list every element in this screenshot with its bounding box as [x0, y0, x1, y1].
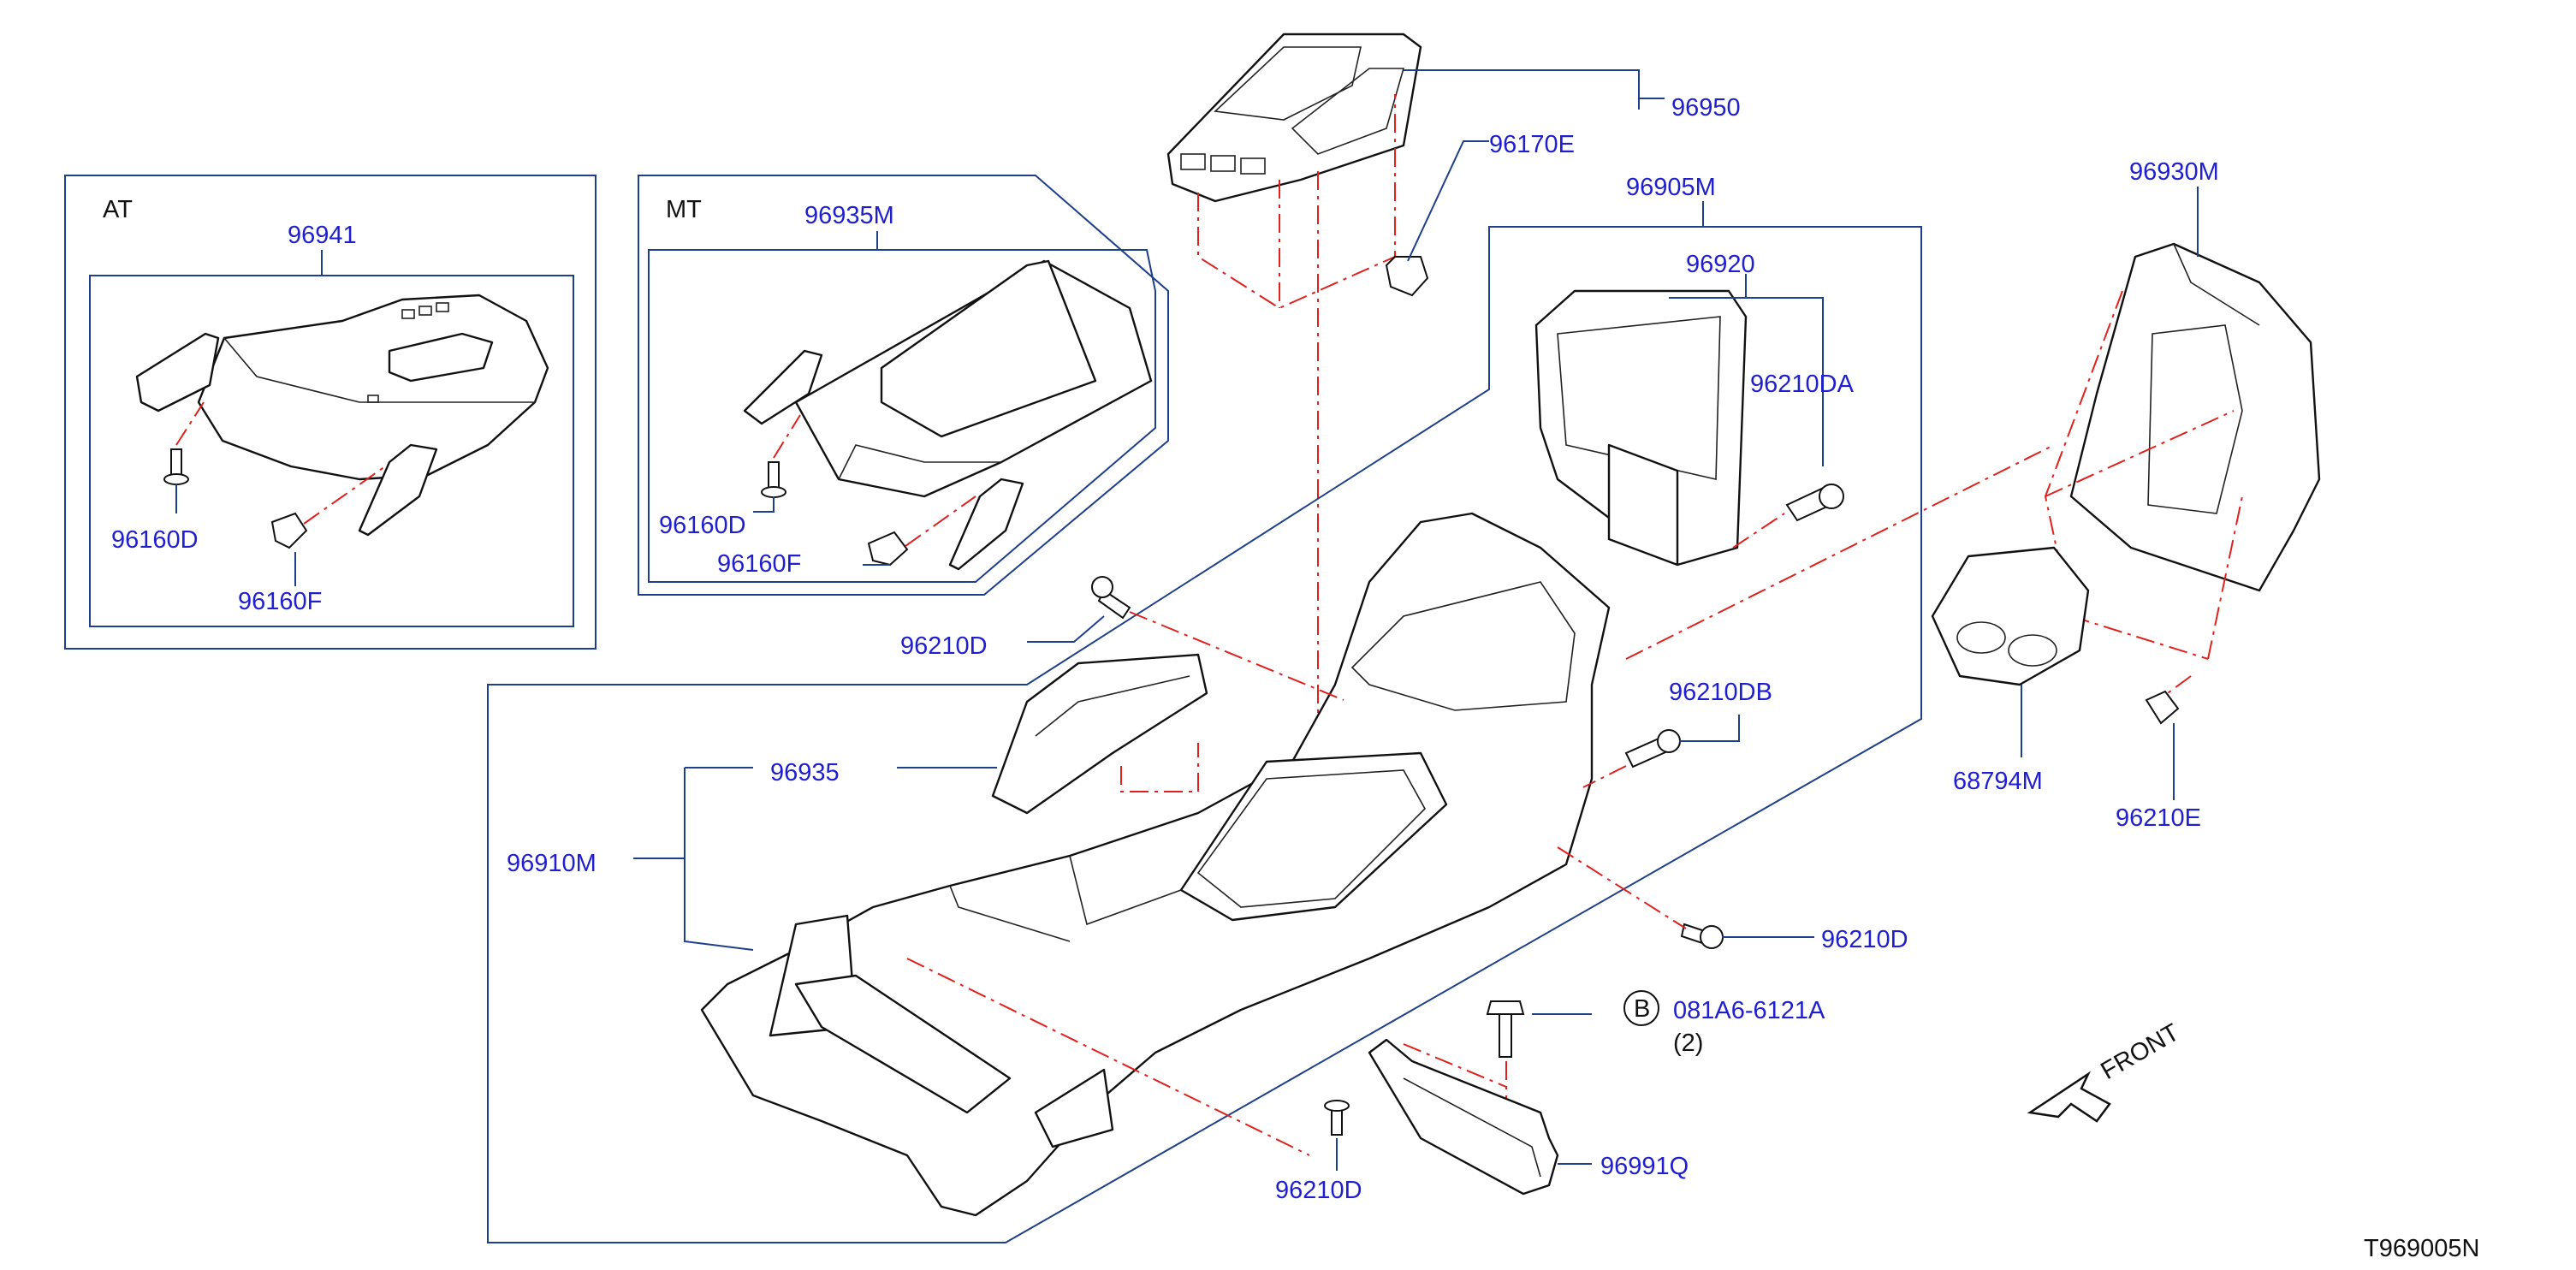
front-label: FRONT — [2097, 1018, 2185, 1085]
label-96160F-mt: 96160F — [717, 550, 801, 578]
label-96935M: 96935M — [804, 202, 894, 229]
clip-icon — [270, 512, 308, 549]
label-96210D-left: 96210D — [900, 632, 988, 660]
air-vent-assembly — [1931, 546, 2090, 686]
label-96910M: 96910M — [507, 850, 597, 877]
clip-icon — [2145, 690, 2180, 725]
cup-holder-finisher — [1166, 33, 1422, 203]
mt-header: MT — [666, 196, 702, 223]
storage-pocket — [1534, 289, 1748, 567]
clip-icon — [1385, 256, 1429, 297]
label-96210DA: 96210DA — [1750, 371, 1855, 398]
label-96920: 96920 — [1686, 251, 1755, 278]
label-96160D-mt: 96160D — [659, 512, 746, 539]
mt-inset — [638, 175, 1169, 596]
clip-icon — [867, 531, 909, 567]
label-96210E: 96210E — [2116, 804, 2201, 832]
rear-panel — [2069, 242, 2321, 592]
bolt-icon — [1486, 1000, 1525, 1058]
screw-icon — [1785, 484, 1844, 522]
screw-icon — [163, 448, 189, 485]
screw-icon — [761, 461, 786, 498]
diagram-code: T969005N — [2364, 1235, 2479, 1262]
label-96905M: 96905M — [1626, 174, 1716, 201]
screw-icon — [1091, 576, 1131, 620]
label-96170E: 96170E — [1489, 131, 1575, 158]
label-081A6-6121A: 081A6-6121A — [1673, 997, 1825, 1024]
label-96935: 96935 — [770, 759, 840, 786]
at-header: AT — [103, 196, 133, 223]
label-96160F-at: 96160F — [238, 588, 322, 615]
label-96941: 96941 — [288, 222, 357, 249]
screw-icon — [1324, 1100, 1350, 1136]
bolt-quantity: (2) — [1673, 1030, 1703, 1057]
label-96210D-right: 96210D — [1821, 926, 1908, 953]
label-96950: 96950 — [1671, 94, 1741, 122]
screw-icon — [1624, 729, 1681, 769]
shifter-boot — [991, 653, 1208, 815]
label-96210DB: 96210DB — [1669, 679, 1772, 706]
label-68794M: 68794M — [1953, 768, 2043, 795]
label-96930M: 96930M — [2129, 158, 2219, 186]
center-console — [700, 512, 1611, 1217]
lower-bracket — [1368, 1038, 1559, 1196]
bolt-badge — [1623, 990, 1659, 1026]
bolt-badge-letter: B — [1634, 995, 1650, 1023]
at-shifter-finisher — [135, 294, 549, 537]
at-inset — [64, 175, 597, 650]
label-96210D-lower: 96210D — [1275, 1177, 1362, 1204]
screw-icon — [1680, 923, 1724, 949]
console-assembly-frame — [487, 226, 1922, 1243]
label-96160D-at: 96160D — [111, 526, 199, 554]
front-arrow-icon — [2027, 1071, 2111, 1123]
label-96991Q: 96991Q — [1600, 1153, 1689, 1180]
mt-boot-finisher — [743, 259, 1153, 571]
